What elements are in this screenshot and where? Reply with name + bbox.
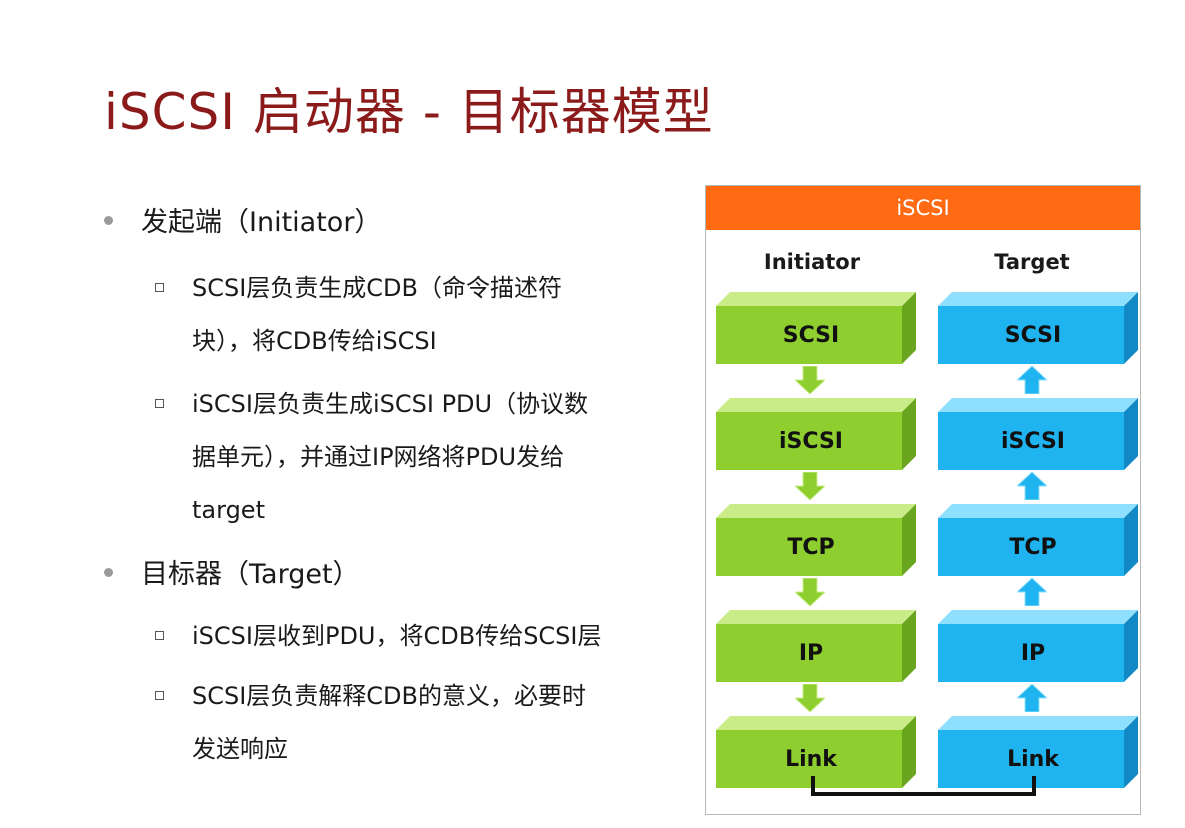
target-layer-iscsi: iSCSI [938, 398, 1138, 470]
arrow-up-icon [1015, 577, 1049, 610]
square-bullet-icon [155, 283, 164, 292]
target-layer-scsi: SCSI [938, 292, 1138, 364]
layer-label: IP [1020, 641, 1046, 666]
layer-label: Link [785, 747, 837, 772]
sub-bullet-line: iSCSI层收到PDU，将CDB传给SCSI层 [192, 622, 602, 650]
layer-label: iSCSI [779, 429, 843, 454]
initiator-layer-link: Link [716, 716, 916, 788]
bullet-dot-icon [104, 568, 113, 577]
arrow-down-icon [793, 471, 827, 504]
diagram-header: iSCSI [706, 186, 1140, 230]
layer-label: IP [798, 641, 824, 666]
arrow-down-icon [793, 577, 827, 610]
sub-bullet-line: iSCSI层负责生成iSCSI PDU（协议数 [192, 390, 589, 418]
square-bullet-icon [155, 399, 164, 408]
layer-label: Link [1007, 747, 1059, 772]
layer-label: TCP [1009, 535, 1057, 560]
layer-label: TCP [787, 535, 835, 560]
sub-bullet-line: 发送响应 [192, 735, 288, 763]
layer-label: SCSI [1004, 323, 1062, 348]
target-layer-link: Link [938, 716, 1138, 788]
initiator-layer-tcp: TCP [716, 504, 916, 576]
sub-bullet-line: SCSI层负责生成CDB（命令描述符 [192, 274, 563, 302]
page-title: iSCSI 启动器 - 目标器模型 [104, 83, 714, 141]
arrow-up-icon [1015, 365, 1049, 398]
sub-bullet: iSCSI层负责生成iSCSI PDU（协议数 据单元），并通过IP网络将PDU… [155, 378, 675, 537]
sub-bullet-line: target [192, 496, 265, 524]
bullet-label: 发起端（Initiator） [141, 207, 382, 238]
iscsi-diagram: iSCSI Initiator Target SCSI iSCSI TCP IP Lin… [705, 185, 1141, 815]
target-column-title: Target [994, 250, 1070, 274]
initiator-layer-scsi: SCSI [716, 292, 916, 364]
sub-bullet: SCSI层负责解释CDB的意义，必要时 发送响应 [155, 670, 675, 776]
initiator-layer-iscsi: iSCSI [716, 398, 916, 470]
sub-bullet: iSCSI层收到PDU，将CDB传给SCSI层 [155, 610, 675, 663]
sub-bullet-line: 块），将CDB传给iSCSI [192, 327, 437, 355]
square-bullet-icon [155, 691, 164, 700]
arrow-up-icon [1015, 471, 1049, 504]
bullet-dot-icon [104, 216, 113, 225]
bullet-label: 目标器（Target） [141, 559, 360, 590]
link-connection-line [811, 776, 1036, 796]
arrow-up-icon [1015, 683, 1049, 716]
target-layer-ip: IP [938, 610, 1138, 682]
initiator-column-title: Initiator [763, 250, 861, 274]
bullet-initiator: 发起端（Initiator） [104, 200, 381, 239]
arrow-down-icon [793, 683, 827, 716]
target-layer-tcp: TCP [938, 504, 1138, 576]
square-bullet-icon [155, 631, 164, 640]
sub-bullet: SCSI层负责生成CDB（命令描述符 块），将CDB传给iSCSI [155, 262, 675, 368]
sub-bullet-line: SCSI层负责解释CDB的意义，必要时 [192, 682, 587, 710]
layer-label: iSCSI [1001, 429, 1065, 454]
initiator-layer-ip: IP [716, 610, 916, 682]
sub-bullet-line: 据单元），并通过IP网络将PDU发给 [192, 443, 565, 471]
arrow-down-icon [793, 365, 827, 398]
bullet-target: 目标器（Target） [104, 552, 360, 591]
layer-label: SCSI [782, 323, 840, 348]
